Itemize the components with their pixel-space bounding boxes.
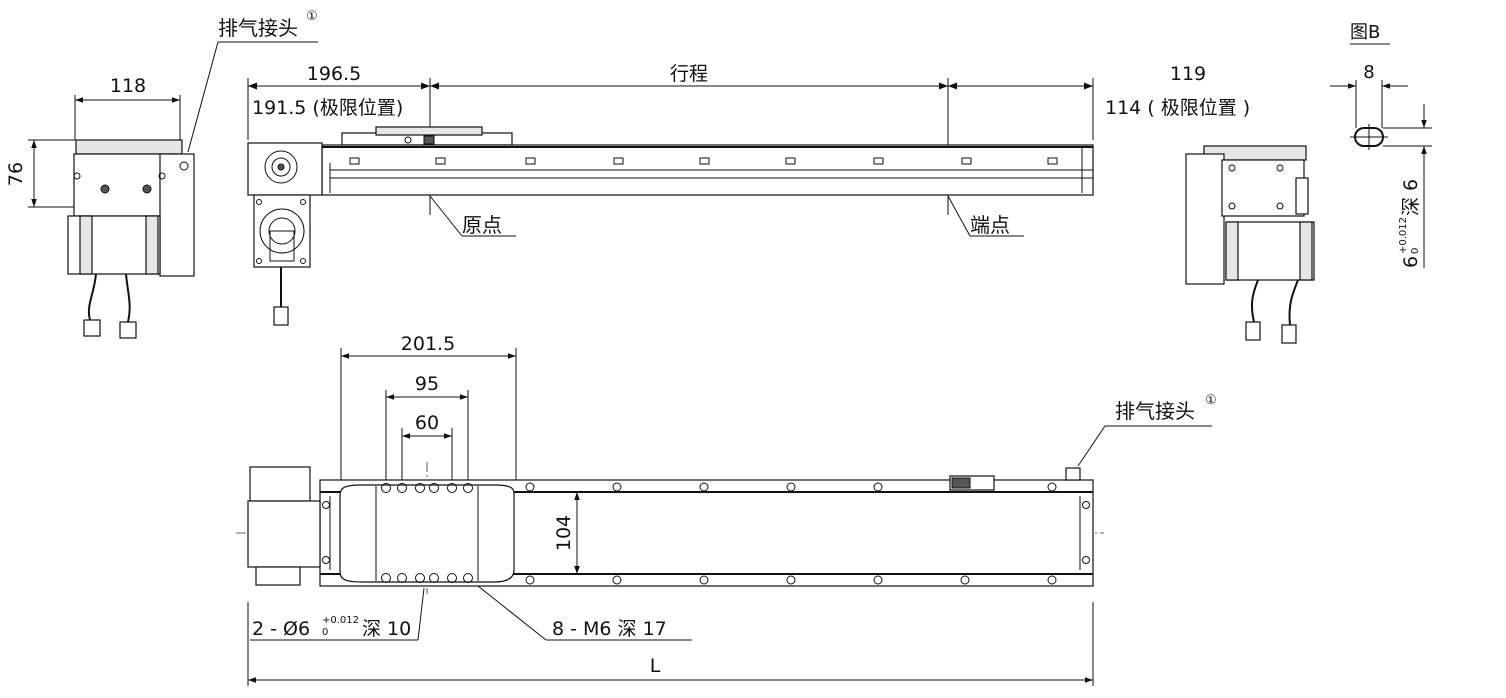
end-label: 端点 <box>970 213 1010 237</box>
top-carriage <box>339 484 515 583</box>
pin-hole-tol-upper: +0.012 <box>322 615 359 626</box>
motor-flange <box>247 142 323 196</box>
dim-76: 76 <box>5 162 27 186</box>
dim-201-5: 201.5 <box>401 333 455 355</box>
detail-b-tol-upper: +0.012 <box>1398 217 1409 254</box>
dim-118: 118 <box>110 75 146 97</box>
pin-hole-base: 2 - Ø6 <box>252 618 310 640</box>
detail-b-width: 8 <box>1363 62 1374 83</box>
side-connector <box>273 306 289 326</box>
exhaust-mark-left: ① <box>306 9 318 24</box>
dim-119: 119 <box>1170 63 1206 85</box>
right-end-plate <box>1221 159 1305 217</box>
exhaust-label-top: 排气接头 <box>1115 399 1195 423</box>
carriage-holes <box>381 483 473 583</box>
right-side-cover <box>1185 153 1225 285</box>
rail-slots <box>349 157 1058 165</box>
top-motor-head <box>249 466 311 502</box>
rail-mount-holes <box>322 482 1090 585</box>
connector-1 <box>83 319 101 337</box>
dim-60: 60 <box>415 412 439 434</box>
end-limit-label: 114 ( 极限位置 ) <box>1105 97 1250 119</box>
top-exhaust-fitting <box>1065 467 1081 481</box>
stroke-label: 行程 <box>670 63 708 85</box>
right-end-view <box>1185 145 1315 344</box>
left-end-view: 118 76 排气接头 ① <box>5 9 318 339</box>
right-motor <box>1225 221 1315 281</box>
dim-95: 95 <box>415 373 439 395</box>
detail-b-tol-lower: 0 <box>1410 248 1421 254</box>
exhaust-label-left: 排气接头 <box>218 16 298 40</box>
pin-hole-tol-lower: 0 <box>322 627 328 638</box>
top-view: 201.5 95 60 <box>236 333 1217 686</box>
carriage-top-plate <box>375 126 483 136</box>
exhaust-fitting-icon <box>179 161 189 171</box>
home-limit-label: 191.5 (极限位置) <box>252 97 403 119</box>
pin-hole-depth: 深 10 <box>362 618 411 640</box>
detail-b-base: 6 <box>1400 256 1422 268</box>
carriage-top <box>75 139 183 155</box>
origin-label: 原点 <box>462 213 502 237</box>
exhaust-mark-top: ① <box>1205 393 1217 408</box>
dim-L: L <box>650 655 661 677</box>
connector-2 <box>119 321 137 339</box>
detail-b-title: 图B <box>1350 22 1380 43</box>
dim-196-5: 196.5 <box>307 63 361 85</box>
detail-b-depth: 深 6 <box>1400 179 1422 216</box>
detail-b: 图B 8 6 +0.012 0 深 6 <box>1330 22 1432 268</box>
side-view: 196.5 行程 119 191.5 (极限位置) 114 ( 极限位置 ) <box>247 63 1250 326</box>
dim-104: 104 <box>553 515 575 551</box>
side-cover <box>159 153 195 277</box>
tapped-holes-label: 8 - M6 深 17 <box>552 618 667 640</box>
top-motor <box>247 500 321 568</box>
